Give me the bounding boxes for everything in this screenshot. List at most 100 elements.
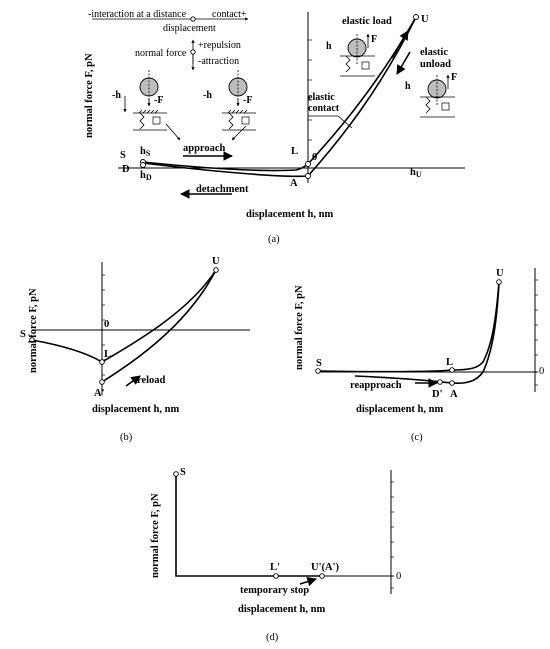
d-x-label: displacement h, nm <box>238 604 325 615</box>
a-point-a <box>305 173 311 179</box>
a-label-zero: 0 <box>312 152 317 163</box>
d-y-label: normal force F, pN <box>150 493 161 578</box>
a-label-l: L <box>291 146 298 157</box>
d-y-ticks <box>391 481 394 589</box>
a-detachment-label: detachment <box>196 184 249 195</box>
a-label-hs: hS <box>140 146 151 158</box>
b-point-a <box>99 379 105 385</box>
a-caption: (a) <box>268 234 280 245</box>
a-load-f: F <box>371 34 377 45</box>
a-label-hs-sub: S <box>146 149 151 158</box>
legend-displacement: displacement <box>163 23 216 34</box>
a-elastic-unload-label-1: elastic <box>420 47 448 58</box>
c-label-d: D' <box>432 389 443 400</box>
a-label-hs-main: h <box>140 146 146 157</box>
b-label-zero: 0 <box>104 319 109 330</box>
a-label-u: U <box>421 14 429 25</box>
a-label-hu-sub: U <box>416 170 422 179</box>
a-y-label: normal force F, pN <box>84 53 95 138</box>
d-stop-arrow <box>299 576 317 587</box>
b-label-l: L <box>104 349 111 360</box>
c-label-l: L <box>446 357 453 368</box>
c-load-curve <box>317 281 500 373</box>
b-x-label: displacement h, nm <box>92 404 179 415</box>
a-elastic-contact-1: elastic <box>308 92 335 103</box>
a-sphere-attraction-2: -h -F <box>203 70 256 131</box>
c-label-zero: 0 <box>539 366 544 377</box>
legend-repulsion: +repulsion <box>198 40 241 51</box>
a-elastic-contact-leader <box>308 115 353 129</box>
legend-normal-force: normal force <box>135 48 187 59</box>
a-load-h: h <box>326 41 332 52</box>
d-label-zero: 0 <box>396 571 401 582</box>
a-point-l <box>305 161 311 167</box>
a-label-s: S <box>120 150 126 161</box>
c-point-l <box>449 367 455 373</box>
c-unload-curve <box>354 281 500 385</box>
panel-b: S 0 L A' U reload normal force F, pN dis… <box>20 256 250 443</box>
d-stop-label: temporary stop <box>240 585 309 596</box>
b-reload-label: reload <box>137 375 166 386</box>
c-point-u <box>496 279 502 285</box>
a-approach-load-curve <box>142 16 417 172</box>
a-label-hu: hU <box>410 167 422 179</box>
c-point-d <box>437 379 443 385</box>
b-point-s <box>29 337 35 343</box>
a-sphere-attraction-1: -h -F <box>112 70 167 131</box>
b-label-a: A' <box>94 388 105 399</box>
d-point-s <box>173 471 179 477</box>
c-label-u: U <box>496 268 504 279</box>
a-unload-arrow <box>396 51 411 75</box>
a-unload-h: h <box>405 81 411 92</box>
a-pointer-1 <box>165 123 181 141</box>
d-point-l <box>273 573 279 579</box>
b-point-u <box>213 267 219 273</box>
a-pointer-2 <box>231 125 247 141</box>
c-point-s <box>315 368 321 374</box>
legend-contact: contact+ <box>212 9 247 20</box>
a-elastic-load-label: elastic load <box>342 16 392 27</box>
a-sphere-load: h F <box>326 33 377 77</box>
c-x-label: displacement h, nm <box>356 404 443 415</box>
a-s2-neg-f: -F <box>243 95 252 106</box>
a-label-hd: hD <box>140 170 152 182</box>
a-x-label: displacement h, nm <box>246 209 333 220</box>
a-label-d: D <box>122 164 130 175</box>
c-label-s: S <box>316 358 322 369</box>
a-unload-f: F <box>451 72 457 83</box>
a-point-d <box>140 162 146 168</box>
d-label-s: S <box>180 467 186 478</box>
b-caption: (b) <box>120 432 133 443</box>
b-y-label: normal force F, pN <box>28 288 39 373</box>
d-label-l: L' <box>270 562 280 573</box>
panel-a: -interaction at a distance contact+ disp… <box>84 9 465 245</box>
a-label-hd-main: h <box>140 170 146 181</box>
legend-attraction: -attraction <box>198 56 239 67</box>
a-load-arrow <box>391 30 409 59</box>
d-point-u <box>319 573 325 579</box>
a-elastic-unload-label-2: unload <box>420 59 451 70</box>
c-y-ticks <box>535 279 538 386</box>
d-label-u: U'(A') <box>311 562 339 573</box>
legend-force-origin <box>190 49 196 55</box>
a-label-hd-sub: D <box>146 173 152 182</box>
legend-distance: -interaction at a distance <box>88 9 187 20</box>
a-elastic-contact-2: contact <box>308 103 340 114</box>
a-s2-neg-h: -h <box>203 90 212 101</box>
a-sphere-unload: h F <box>405 72 457 118</box>
a-label-hu-main: h <box>410 167 416 178</box>
b-reload-arrow <box>125 375 141 387</box>
c-caption: (c) <box>411 432 423 443</box>
c-point-a <box>449 380 455 386</box>
c-label-a: A <box>450 389 458 400</box>
a-point-u <box>413 14 419 20</box>
a-approach-label: approach <box>183 143 226 154</box>
legend-origin-marker <box>190 16 196 22</box>
a-s1-neg-h: -h <box>112 90 121 101</box>
b-point-l <box>99 359 105 365</box>
a-y-ticks <box>308 39 312 141</box>
c-y-label: normal force F, pN <box>294 285 305 370</box>
a-s1-neg-f: -F <box>154 95 163 106</box>
b-label-s: S <box>20 329 26 340</box>
